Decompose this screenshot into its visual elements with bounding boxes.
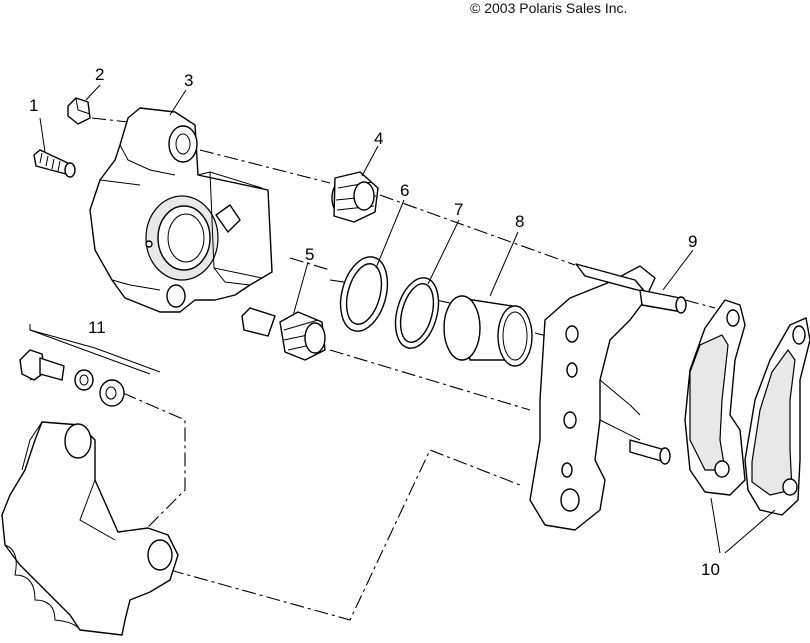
part-5-guide-pin bbox=[241, 307, 326, 361]
part-1-bleeder-screw bbox=[33, 149, 76, 178]
callout-11: 11 bbox=[88, 318, 106, 337]
callout-leaders bbox=[29, 84, 776, 554]
part-4-boot bbox=[331, 171, 379, 223]
callout-4: 4 bbox=[374, 129, 383, 148]
part-3-caliper-housing bbox=[89, 107, 273, 313]
mounting-bracket bbox=[1, 421, 179, 636]
callout-1: 1 bbox=[29, 96, 38, 115]
callout-5: 5 bbox=[305, 245, 314, 264]
part-10-brake-pads bbox=[684, 299, 810, 516]
part-6-seal-ring bbox=[339, 256, 389, 332]
part-2-cap bbox=[67, 97, 91, 125]
part-11-bolt-and-washers bbox=[19, 349, 125, 407]
part-8-piston bbox=[443, 295, 533, 367]
callout-3: 3 bbox=[184, 71, 193, 90]
part-9-caliper-bracket bbox=[529, 263, 687, 531]
part-7-dust-seal-ring bbox=[394, 277, 440, 349]
callout-6: 6 bbox=[400, 181, 409, 200]
copyright-notice: © 2003 Polaris Sales Inc. bbox=[470, 0, 628, 16]
callout-7: 7 bbox=[454, 200, 463, 219]
callout-numbers: 1 2 3 4 5 6 7 8 9 10 11 bbox=[29, 65, 720, 579]
callout-9: 9 bbox=[688, 232, 697, 251]
callout-2: 2 bbox=[95, 65, 104, 84]
callout-10: 10 bbox=[701, 560, 720, 579]
callout-8: 8 bbox=[515, 212, 524, 231]
